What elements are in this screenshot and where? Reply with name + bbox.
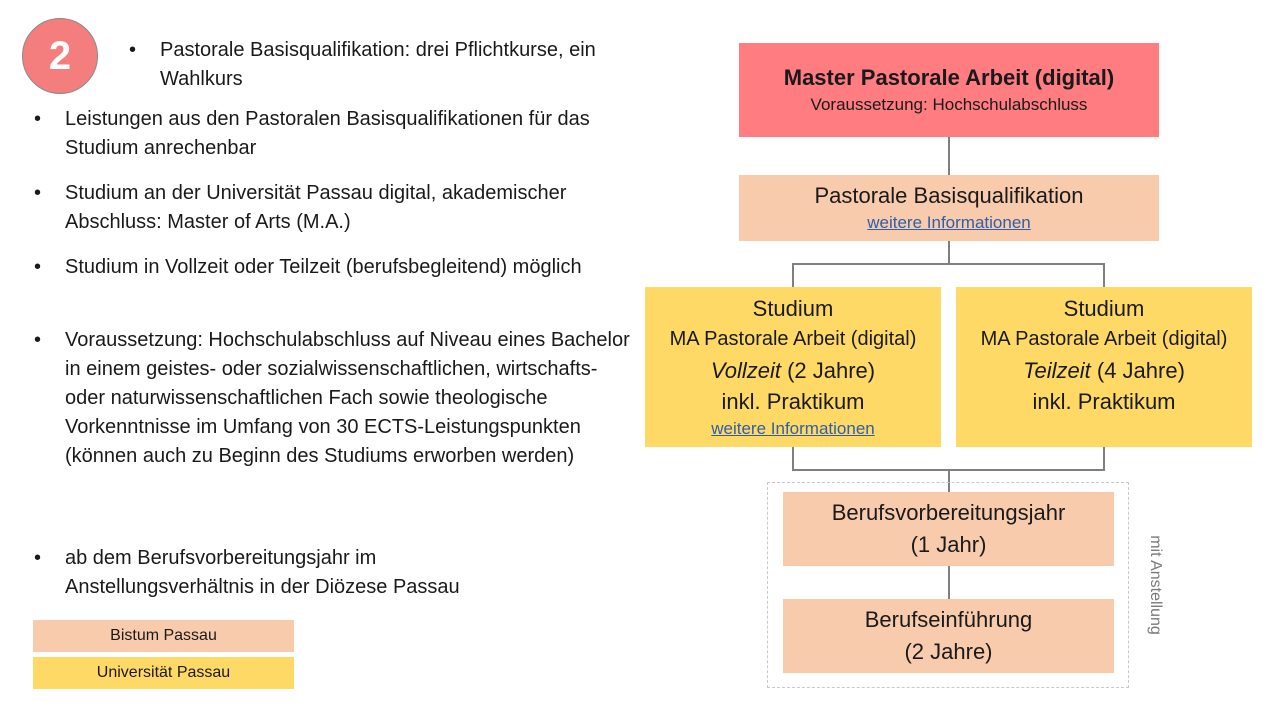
vollzeit-heading: Studium [752,296,834,321]
berufsvorbereitungsjahr-box: Berufsvorbereitungsjahr (1 Jahr) [783,492,1114,566]
bullet-basisqualifikation: Pastorale Basisqualifikation: drei Pflic… [129,36,630,94]
bullet-voraussetzung: Voraussetzung: Hochschulabschluss auf Ni… [34,326,630,471]
vollzeit-program: MA Pastorale Arbeit (digital) [669,328,917,350]
bvj-duration: (1 Jahr) [910,532,987,557]
connector-studium-merge [792,447,1105,471]
basisqualifikation-title: Pastorale Basisqualifikation [814,183,1084,208]
bullet-anrechenbar: Leistungen aus den Pastoralen Basisquali… [34,105,625,163]
anstellung-group-frame [767,482,1129,688]
teilzeit-mode: Teilzeit [1023,358,1091,383]
teilzeit-heading: Studium [1063,296,1145,321]
teilzeit-duration: (4 Jahre) [1090,358,1185,383]
vollzeit-praktikum: inkl. Praktikum [721,389,865,414]
teilzeit-program: MA Pastorale Arbeit (digital) [980,328,1228,350]
step-number-badge: 2 [22,18,98,94]
basisqualifikation-info-link[interactable]: weitere Informationen [867,213,1031,232]
basisqualifikation-box: Pastorale Basisqualifikation weitere Inf… [739,175,1159,241]
vollzeit-duration-line: Vollzeit (2 Jahre) [711,355,875,386]
bullet-studium-digital: Studium an der Universität Passau digita… [34,179,630,237]
connector-basis-teilzeit [949,263,1105,287]
master-title: Master Pastorale Arbeit (digital) [783,65,1115,90]
studium-vollzeit-box: Studium MA Pastorale Arbeit (digital) Vo… [645,287,941,447]
vollzeit-duration: (2 Jahre) [780,358,876,383]
legend-universitaet-passau: Universität Passau [33,657,294,689]
vollzeit-info-link[interactable]: weitere Informationen [711,419,875,438]
legend-bistum-passau: Bistum Passau [33,620,294,652]
teilzeit-duration-line: Teilzeit (4 Jahre) [1023,355,1185,386]
berufseinfuehrung-box: Berufseinführung (2 Jahre) [783,599,1114,673]
bef-title: Berufseinführung [864,607,1033,632]
bullet-anstellung: ab dem Berufsvorbereitungsjahr im Anstel… [34,544,515,602]
master-box: Master Pastorale Arbeit (digital) Voraus… [739,43,1159,137]
connector-basis-studium [792,241,950,287]
anstellung-group-label: mit Anstellung [1147,535,1164,635]
vollzeit-mode: Vollzeit [710,358,781,383]
bullet-vollzeit-teilzeit: Studium in Vollzeit oder Teilzeit (beruf… [34,253,625,282]
master-requirement: Voraussetzung: Hochschulabschluss [810,95,1088,114]
studium-teilzeit-box: Studium MA Pastorale Arbeit (digital) Te… [956,287,1252,447]
teilzeit-praktikum: inkl. Praktikum [1032,389,1176,414]
bvj-title: Berufsvorbereitungsjahr [831,500,1066,525]
bef-duration: (2 Jahre) [904,639,993,664]
